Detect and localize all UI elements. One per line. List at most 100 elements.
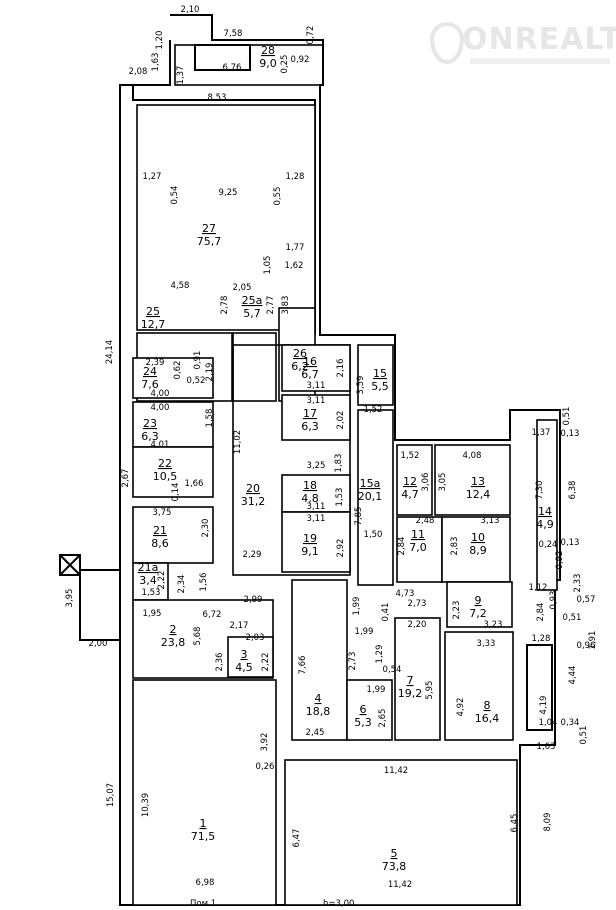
dimension-label: 0,52 bbox=[187, 376, 206, 386]
dimension-label: 1,27 bbox=[143, 172, 162, 182]
dimension-label: 3,23 bbox=[484, 620, 503, 630]
dimension-label: 9,25 bbox=[219, 188, 238, 198]
dimension-label: 3,83 bbox=[281, 296, 291, 315]
dimension-label: 11,42 bbox=[384, 766, 408, 776]
room-4-label: 418,8 bbox=[306, 692, 331, 718]
dimension-label: 3,11 bbox=[307, 514, 326, 524]
dimension-label: 2,00 bbox=[89, 639, 108, 649]
dimension-label: 1,52 bbox=[364, 405, 383, 415]
room-8-outline bbox=[444, 631, 514, 741]
room-21а-outline bbox=[132, 562, 169, 601]
dimension-label: 7,30 bbox=[535, 481, 545, 500]
dimension-label: 11,42 bbox=[388, 880, 412, 890]
dimension-label: 11,02 bbox=[233, 430, 243, 454]
dimension-label: 1,56 bbox=[199, 573, 209, 592]
dimension-label: 0,13 bbox=[561, 538, 580, 548]
dimension-label: 1,99 bbox=[355, 627, 374, 637]
room-area: 31,2 bbox=[241, 495, 266, 508]
room-area: 4,7 bbox=[401, 488, 419, 501]
dimension-label: 24,14 bbox=[105, 340, 115, 364]
room-area: 16,4 bbox=[475, 712, 500, 725]
dimension-label: 8,09 bbox=[543, 813, 553, 832]
room-15а-outline bbox=[357, 409, 394, 586]
dimension-label: 1,66 bbox=[185, 479, 204, 489]
rooms bbox=[132, 44, 558, 906]
dimension-label: 15,07 bbox=[106, 783, 116, 807]
room-number: 13 bbox=[471, 475, 485, 488]
dimension-label: 3,92 bbox=[260, 733, 270, 752]
room-number: 18 bbox=[303, 479, 317, 492]
room-number: 21а bbox=[138, 561, 159, 574]
dimension-label: 1,04 bbox=[539, 718, 558, 728]
dimension-label: 3,06 bbox=[421, 473, 431, 492]
room-area: 10,5 bbox=[153, 470, 178, 483]
dimension-label: 3,11 bbox=[307, 396, 326, 406]
dimension-label: 6,76 bbox=[223, 63, 242, 73]
dimension-label: 2,34 bbox=[177, 575, 187, 594]
dimension-label: 0,92 bbox=[555, 551, 565, 570]
room-7-label: 719,2 bbox=[398, 674, 423, 700]
room-number: 19 bbox=[303, 532, 317, 545]
room-area: 4,9 bbox=[536, 518, 554, 531]
dimension-label: 3,05 bbox=[438, 473, 448, 492]
dimension-label: 0,55 bbox=[273, 187, 283, 206]
room-13-outline bbox=[434, 444, 511, 516]
room-22-outline bbox=[132, 446, 214, 498]
dimension-label: 3,13 bbox=[481, 516, 500, 526]
room-area: 20,1 bbox=[358, 490, 383, 503]
room-6-label: 65,3 bbox=[354, 703, 372, 729]
room-2-label: 223,8 bbox=[161, 623, 186, 649]
dimension-label: 6,47 bbox=[292, 829, 302, 848]
room-area: 73,8 bbox=[382, 860, 407, 873]
dimension-label: 6,38 bbox=[568, 481, 578, 500]
dimension-label: 2,77 bbox=[266, 296, 276, 315]
dimension-label: 4,44 bbox=[568, 666, 578, 685]
dimension-label: 0,96 bbox=[577, 641, 596, 651]
dimension-label: 4,58 bbox=[171, 281, 190, 291]
dimension-label: 1,28 bbox=[286, 172, 305, 182]
dimension-label: 2,17 bbox=[230, 621, 249, 631]
room-area: 7,6 bbox=[141, 378, 159, 391]
room-23-label: 236,3 bbox=[141, 417, 159, 443]
room-number: 17 bbox=[303, 407, 317, 420]
dimension-label: 4,00 bbox=[151, 403, 170, 413]
watermark-logo-icon bbox=[430, 22, 464, 64]
room-21-outline bbox=[132, 506, 214, 564]
room-area: 4,8 bbox=[301, 492, 319, 505]
room-17-label: 176,3 bbox=[301, 407, 319, 433]
dimension-label: 1,91 bbox=[588, 631, 598, 650]
dimension-label: 1,37 bbox=[176, 66, 186, 85]
dimension-label: 6,45 bbox=[510, 814, 520, 833]
room-17-outline bbox=[281, 394, 351, 441]
dimension-label: 6,98 bbox=[196, 878, 215, 888]
dimension-label: 5,95 bbox=[425, 681, 435, 700]
dimension-label: 4,73 bbox=[396, 589, 415, 599]
room-9-outline bbox=[446, 581, 513, 628]
room-23-outline bbox=[132, 401, 214, 448]
dimension-label: 1,12 bbox=[529, 583, 548, 593]
dimension-label: 0,51 bbox=[579, 726, 589, 745]
room-12-label: 124,7 bbox=[401, 475, 419, 501]
room-number: 7 bbox=[407, 674, 414, 687]
room-number: 14 bbox=[538, 505, 552, 518]
room-area: 19,2 bbox=[398, 687, 423, 700]
dimension-label: 1,62 bbox=[285, 261, 304, 271]
dimension-label: 2,10 bbox=[181, 5, 200, 15]
dimension-label: 7,58 bbox=[224, 29, 243, 39]
room-14-label: 144,9 bbox=[536, 505, 554, 531]
room-25а-outline bbox=[232, 332, 277, 402]
room-area: 4,5 bbox=[235, 661, 253, 674]
dimension-label: 4,19 bbox=[539, 696, 549, 715]
room-9-label: 97,2 bbox=[469, 594, 487, 620]
dimension-label: 2,78 bbox=[220, 296, 230, 315]
room-area: 18,8 bbox=[306, 705, 331, 718]
dimension-label: 2,99 bbox=[244, 595, 263, 605]
room-number: 1 bbox=[200, 817, 207, 830]
dimension-label: 2,16 bbox=[336, 359, 346, 378]
room-21-label: 218,6 bbox=[151, 524, 169, 550]
